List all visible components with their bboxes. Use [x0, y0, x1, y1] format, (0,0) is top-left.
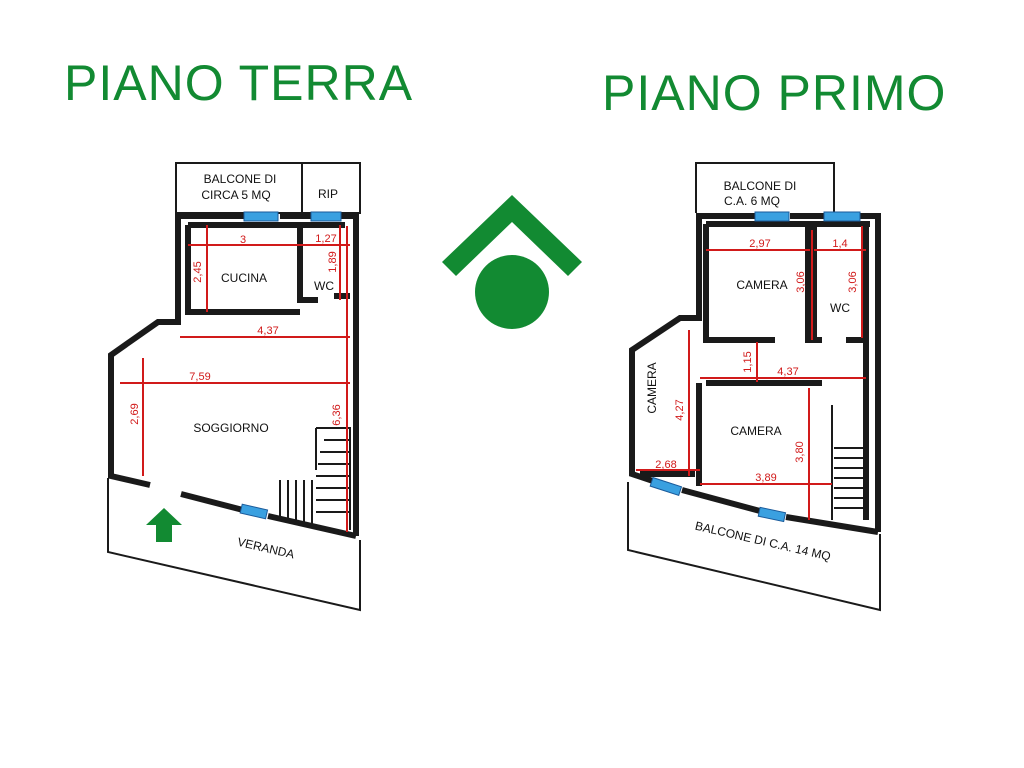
- first-dim-bedroom3-width: 3,89: [755, 472, 776, 484]
- first-wc-wall-left: [805, 224, 822, 343]
- first-dimensions: [636, 226, 866, 520]
- ground-dim-total-depth: 6,36: [331, 404, 343, 425]
- first-window-wc: [823, 211, 861, 222]
- ground-dim-hall-width: 4,37: [257, 325, 278, 337]
- first-dim-bedroom-width: 2,97: [749, 238, 770, 250]
- ground-veranda-label: VERANDA: [236, 535, 296, 562]
- ground-dim-kitchen-depth: 2,45: [192, 261, 204, 282]
- ground-window-kitchen: [243, 211, 279, 222]
- first-front-wall-a: [681, 487, 761, 514]
- ground-living-label: SOGGIORNO: [193, 421, 268, 435]
- ground-kitchen-label: CUCINA: [221, 271, 267, 285]
- first-balcony-label-1: BALCONE DI: [724, 179, 797, 193]
- ground-wc-wall: [297, 225, 318, 303]
- first-window-front: [757, 506, 787, 523]
- ground-floor-plan: BALCONE DI CIRCA 5 MQ RIP: [107, 162, 361, 612]
- ground-outer-wall-left: [108, 213, 245, 488]
- first-wc-label: WC: [830, 301, 850, 315]
- first-front-wall-b: [785, 514, 879, 535]
- ground-stairs: [279, 427, 351, 530]
- entrance-arrow-icon: [146, 508, 182, 542]
- first-stairs: [831, 405, 866, 520]
- first-dim-wc-width: 1,4: [832, 238, 847, 250]
- house-roof-circle-logo: [442, 195, 582, 329]
- ground-window-front: [239, 503, 269, 520]
- ground-dim-wc-depth: 1,89: [327, 251, 339, 272]
- first-dim-side-room-depth: 4,27: [674, 399, 686, 420]
- first-window-bedroom1: [754, 211, 790, 222]
- first-outer-wall-right: [860, 213, 881, 532]
- first-balcony-label-2: C.A. 6 MQ: [724, 194, 780, 208]
- first-bedroom2-label: CAMERA: [645, 362, 659, 413]
- first-bedroom1-label: CAMERA: [736, 278, 787, 292]
- first-window-side: [649, 476, 683, 497]
- ground-dim-kitchen-width: 3: [240, 234, 246, 246]
- ground-dim-living-width: 7,59: [189, 371, 210, 383]
- first-outer-wall-left: [629, 213, 757, 487]
- ground-floor-title: PIANO TERRA: [64, 55, 414, 111]
- first-dim-bedroom-depth: 3,06: [795, 271, 807, 292]
- first-dim-hall-depth: 1,15: [742, 351, 754, 372]
- ground-balcony-label-2: CIRCA 5 MQ: [201, 188, 270, 202]
- ground-kitchen-wall: [185, 225, 300, 315]
- first-floor-title: PIANO PRIMO: [602, 65, 947, 121]
- ground-window-wc: [310, 211, 342, 222]
- ground-balcony-label-1: BALCONE DI: [204, 172, 277, 186]
- ground-dim-wc-width: 1,27: [315, 233, 336, 245]
- first-bedroom3-label: CAMERA: [730, 424, 781, 438]
- first-dim-wc-depth: 3,06: [847, 271, 859, 292]
- ground-wc-label: WC: [314, 279, 334, 293]
- first-bottom-balcony-label: BALCONE DI C.A. 14 MQ: [694, 519, 832, 564]
- ground-front-wall-a: [180, 491, 244, 513]
- first-floor-plan: BALCONE DI C.A. 6 MQ: [627, 162, 881, 612]
- first-balcony-box: [695, 162, 835, 213]
- first-bottom-balcony-outline: [627, 482, 881, 612]
- ground-veranda-outline: [107, 478, 361, 612]
- ground-dimensions: [120, 225, 350, 532]
- first-dim-hall-width: 4,37: [777, 366, 798, 378]
- first-dim-bedroom3-depth: 3,80: [794, 441, 806, 462]
- first-dim-side-room-width: 2,68: [655, 459, 676, 471]
- ground-outer-wall-right: [340, 213, 359, 536]
- first-bedroom1-wall: [703, 224, 775, 343]
- ground-rip-label: RIP: [318, 187, 338, 201]
- ground-dim-living-depth: 2,69: [129, 403, 141, 424]
